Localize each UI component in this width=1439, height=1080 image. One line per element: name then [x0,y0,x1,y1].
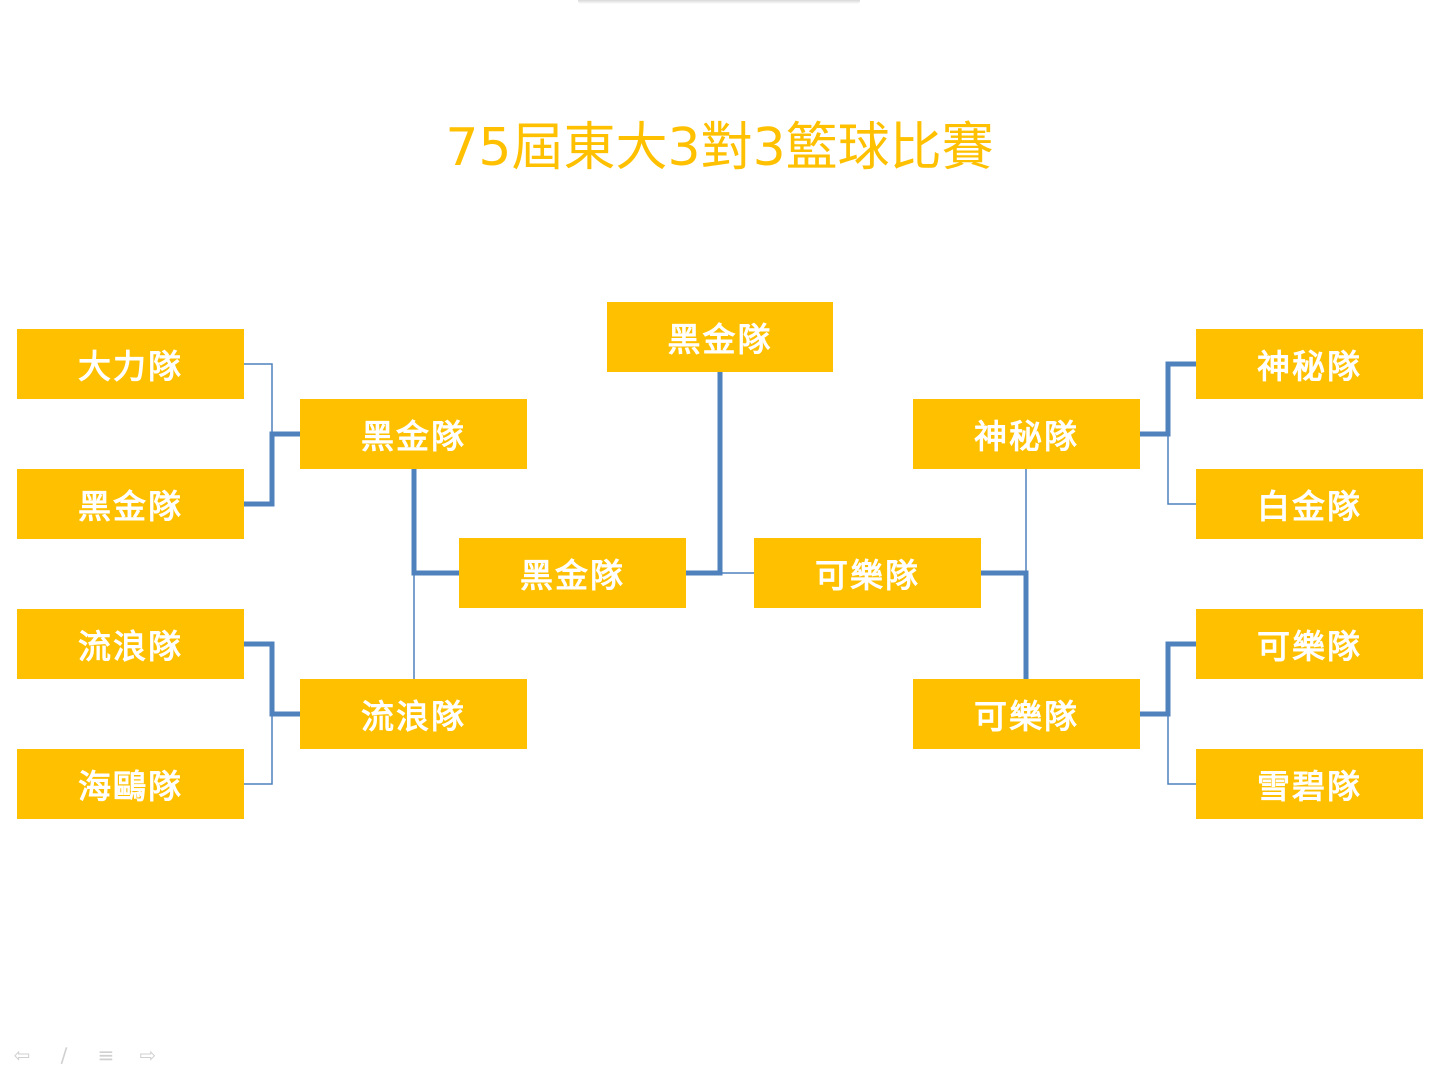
team-right-r2-1[interactable]: 神秘隊 [913,399,1140,469]
slide-nav: ⇦ ∕ ≡ ⇨ [10,1044,160,1066]
team-left-r1-2[interactable]: 黑金隊 [17,469,244,539]
line-haiou-loser [244,714,273,785]
line-heijin-winner-b [411,469,459,576]
team-right-r1-3[interactable]: 可樂隊 [1196,609,1423,679]
line-liulang-winner [244,641,300,717]
line-shenmi-winner [1140,361,1196,437]
line-dali-loser [244,363,273,434]
team-left-r2-2[interactable]: 流浪隊 [300,679,527,749]
pen-icon[interactable]: ∕ [60,1043,68,1067]
team-left-r1-1[interactable]: 大力隊 [17,329,244,399]
team-right-r1-2[interactable]: 白金隊 [1196,469,1423,539]
team-right-final[interactable]: 可樂隊 [754,538,981,608]
menu-icon[interactable]: ≡ [97,1043,115,1067]
line-kele-winner-r1 [1140,641,1196,717]
team-right-r2-2[interactable]: 可樂隊 [913,679,1140,749]
team-left-r2-1[interactable]: 黑金隊 [300,399,527,469]
team-left-r1-4[interactable]: 海鷗隊 [17,749,244,819]
line-baijin-loser [1167,434,1196,505]
line-heijin-champion [686,372,723,576]
arrow-right-icon[interactable]: ⇨ [139,1043,157,1067]
line-kele-winner-r2 [981,570,1029,679]
team-left-final[interactable]: 黑金隊 [459,538,686,608]
line-heijin-winner-a [244,431,300,507]
team-right-r1-4[interactable]: 雪碧隊 [1196,749,1423,819]
team-right-r1-1[interactable]: 神秘隊 [1196,329,1423,399]
team-left-r1-3[interactable]: 流浪隊 [17,609,244,679]
page-title: 75屆東大3對3籃球比賽 [445,118,994,178]
team-champion[interactable]: 黑金隊 [607,302,833,372]
arrow-left-icon[interactable]: ⇦ [13,1043,31,1067]
top-shadow [578,0,860,4]
line-xuebi-loser [1167,714,1196,785]
